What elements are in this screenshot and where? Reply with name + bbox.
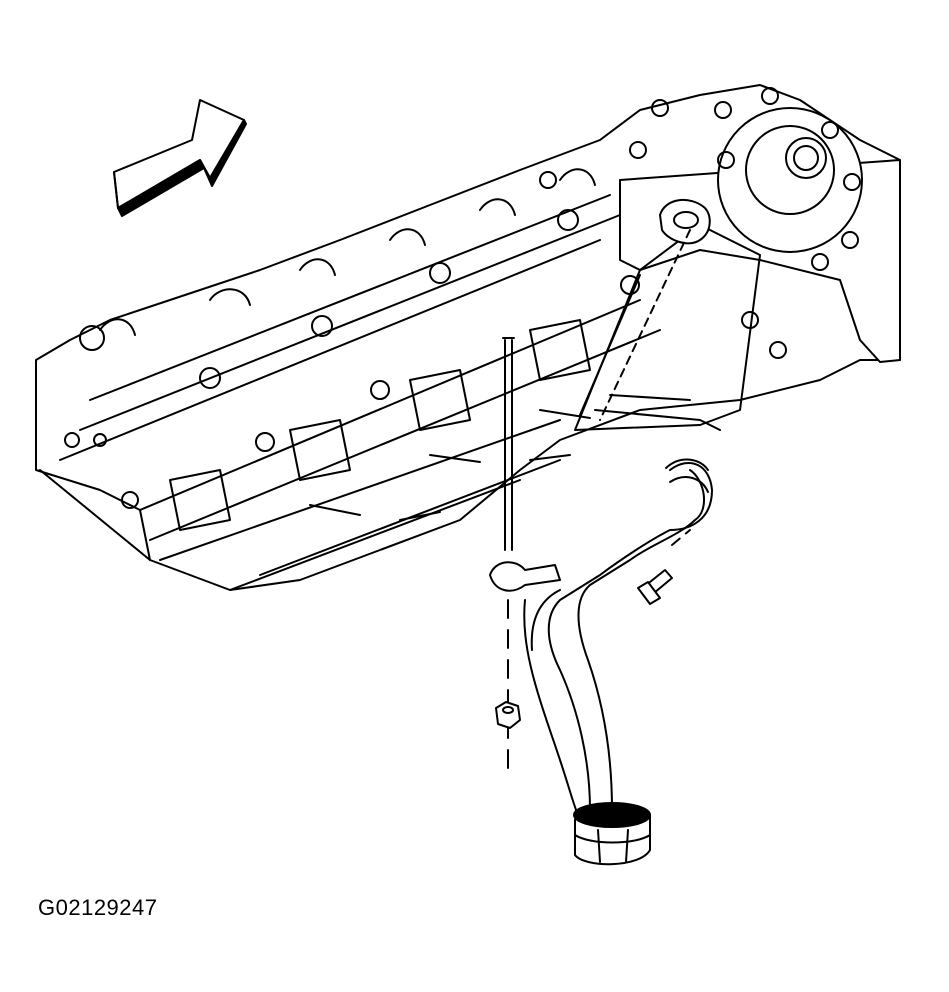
- stud-and-nut: [495, 337, 521, 781]
- pickup-flange: [659, 199, 711, 245]
- direction-arrow-icon: [113, 99, 247, 217]
- pickup-screen-housing: [573, 802, 651, 866]
- flange-alignment: [599, 229, 691, 421]
- figure-id-label: G02129247: [38, 895, 158, 920]
- pickup-gasket: [574, 224, 761, 431]
- oil-pickup-tube: [489, 458, 713, 821]
- bracket-bolt: [637, 529, 691, 605]
